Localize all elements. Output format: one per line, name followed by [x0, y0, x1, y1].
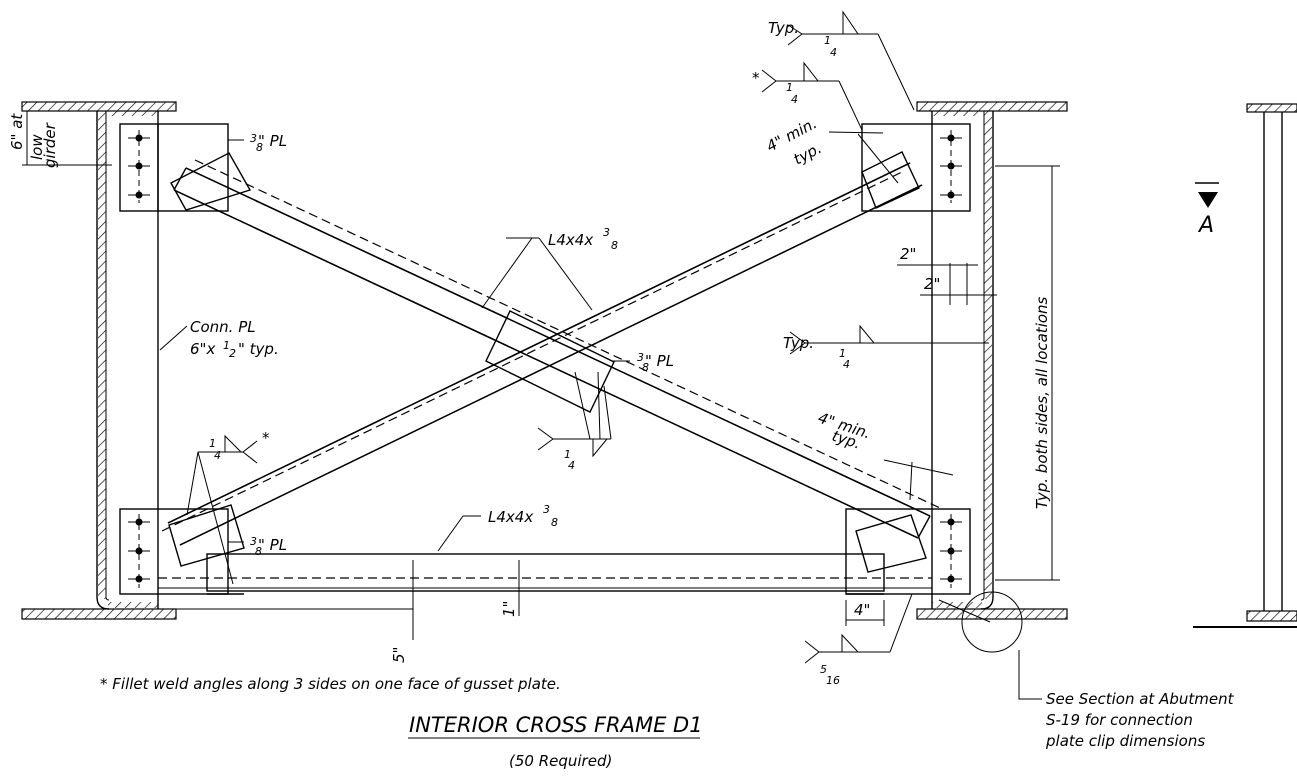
bottom-chord-angle: [158, 553, 932, 595]
plate-label-top-den: 8: [256, 141, 263, 154]
weld-mid-num: 1: [839, 347, 846, 360]
angle-bottom-num: 3: [543, 503, 550, 516]
dim-2-upper: 2": [900, 245, 916, 263]
left-girder: [21, 101, 177, 620]
plate-label-top-num: 3: [250, 132, 257, 145]
conn-plate-num: 1: [223, 339, 230, 352]
weld-bottom-den: 16: [826, 674, 840, 687]
weld-typ-mid: Typ.: [783, 334, 814, 352]
weld-typ-top: Typ.: [768, 19, 799, 37]
dim-4: 4": [854, 601, 870, 619]
weld-left-num: 1: [209, 437, 216, 450]
annotations: 3 " PL 8 L4x4x 3 8 3 " PL 8 Conn. PL 6"x…: [8, 19, 1235, 770]
low-girder-1: 6" at: [8, 113, 26, 150]
angle-label-bottom: L4x4x: [488, 508, 533, 526]
dim-5: 5": [390, 647, 408, 663]
center-filler-plate: [167, 162, 931, 546]
right-girder: [916, 101, 1068, 620]
conn-plate-line1: Conn. PL: [190, 318, 256, 336]
gusset-plates: [119, 123, 971, 595]
conn-plate-line2a: 6"x: [190, 340, 215, 358]
bolts: [128, 130, 962, 588]
weld-top-num: 1: [824, 34, 831, 47]
drawing-title: INTERIOR CROSS FRAME D1: [409, 713, 703, 737]
weld-center-num: 1: [564, 448, 571, 461]
dim-2-lower: 2": [924, 275, 940, 293]
typ-top: typ.: [790, 139, 824, 169]
drawing-subtitle: (50 Required): [509, 752, 612, 770]
plate-bottom-label: " PL: [258, 536, 287, 554]
dim-1: 1": [500, 601, 518, 617]
weld-center-den: 4: [568, 459, 575, 472]
weld-bottom-num: 5: [820, 663, 827, 676]
weld-left-den: 4: [214, 449, 221, 462]
section-ref-2: S-19 for connection: [1046, 711, 1193, 729]
angle-bottom-den: 8: [551, 516, 558, 529]
plate-label-top: " PL: [258, 132, 287, 150]
conn-plate-line2b: " typ.: [238, 340, 279, 358]
weld-star-top: *: [752, 69, 760, 87]
conn-plate-den: 2: [229, 347, 236, 360]
angle-top-den: 8: [611, 239, 618, 252]
low-girder-3: girder: [41, 122, 59, 168]
weld-symbols: [186, 10, 989, 664]
plate-bottom-num: 3: [250, 535, 257, 548]
footnote: * Fillet weld angles along 3 sides on on…: [100, 675, 561, 693]
section-ref-1: See Section at Abutment: [1046, 690, 1235, 708]
weld-top-den: 4: [830, 46, 837, 59]
plate-bottom-den: 8: [255, 545, 262, 558]
leaders: [22, 111, 1060, 700]
angle-label-top: L4x4x: [548, 231, 593, 249]
weld-star-num: 1: [786, 81, 793, 94]
plate-center-num: 3: [637, 351, 644, 364]
weld-mid-den: 4: [843, 358, 850, 371]
weld-star-den: 4: [791, 93, 798, 106]
low-girder-2: low: [28, 134, 46, 160]
typ-both-sides: Typ. both sides, all locations: [1033, 296, 1051, 509]
angle-top-num: 3: [603, 226, 610, 239]
section-ref-3: plate clip dimensions: [1045, 732, 1205, 750]
section-mark: A: [1197, 213, 1214, 238]
diagonal-angle-down: [168, 159, 941, 573]
plate-center-label: " PL: [645, 352, 674, 370]
section-a-view: [1193, 103, 1297, 628]
plate-center-den: 8: [642, 361, 649, 374]
weld-star-left: *: [262, 429, 270, 447]
